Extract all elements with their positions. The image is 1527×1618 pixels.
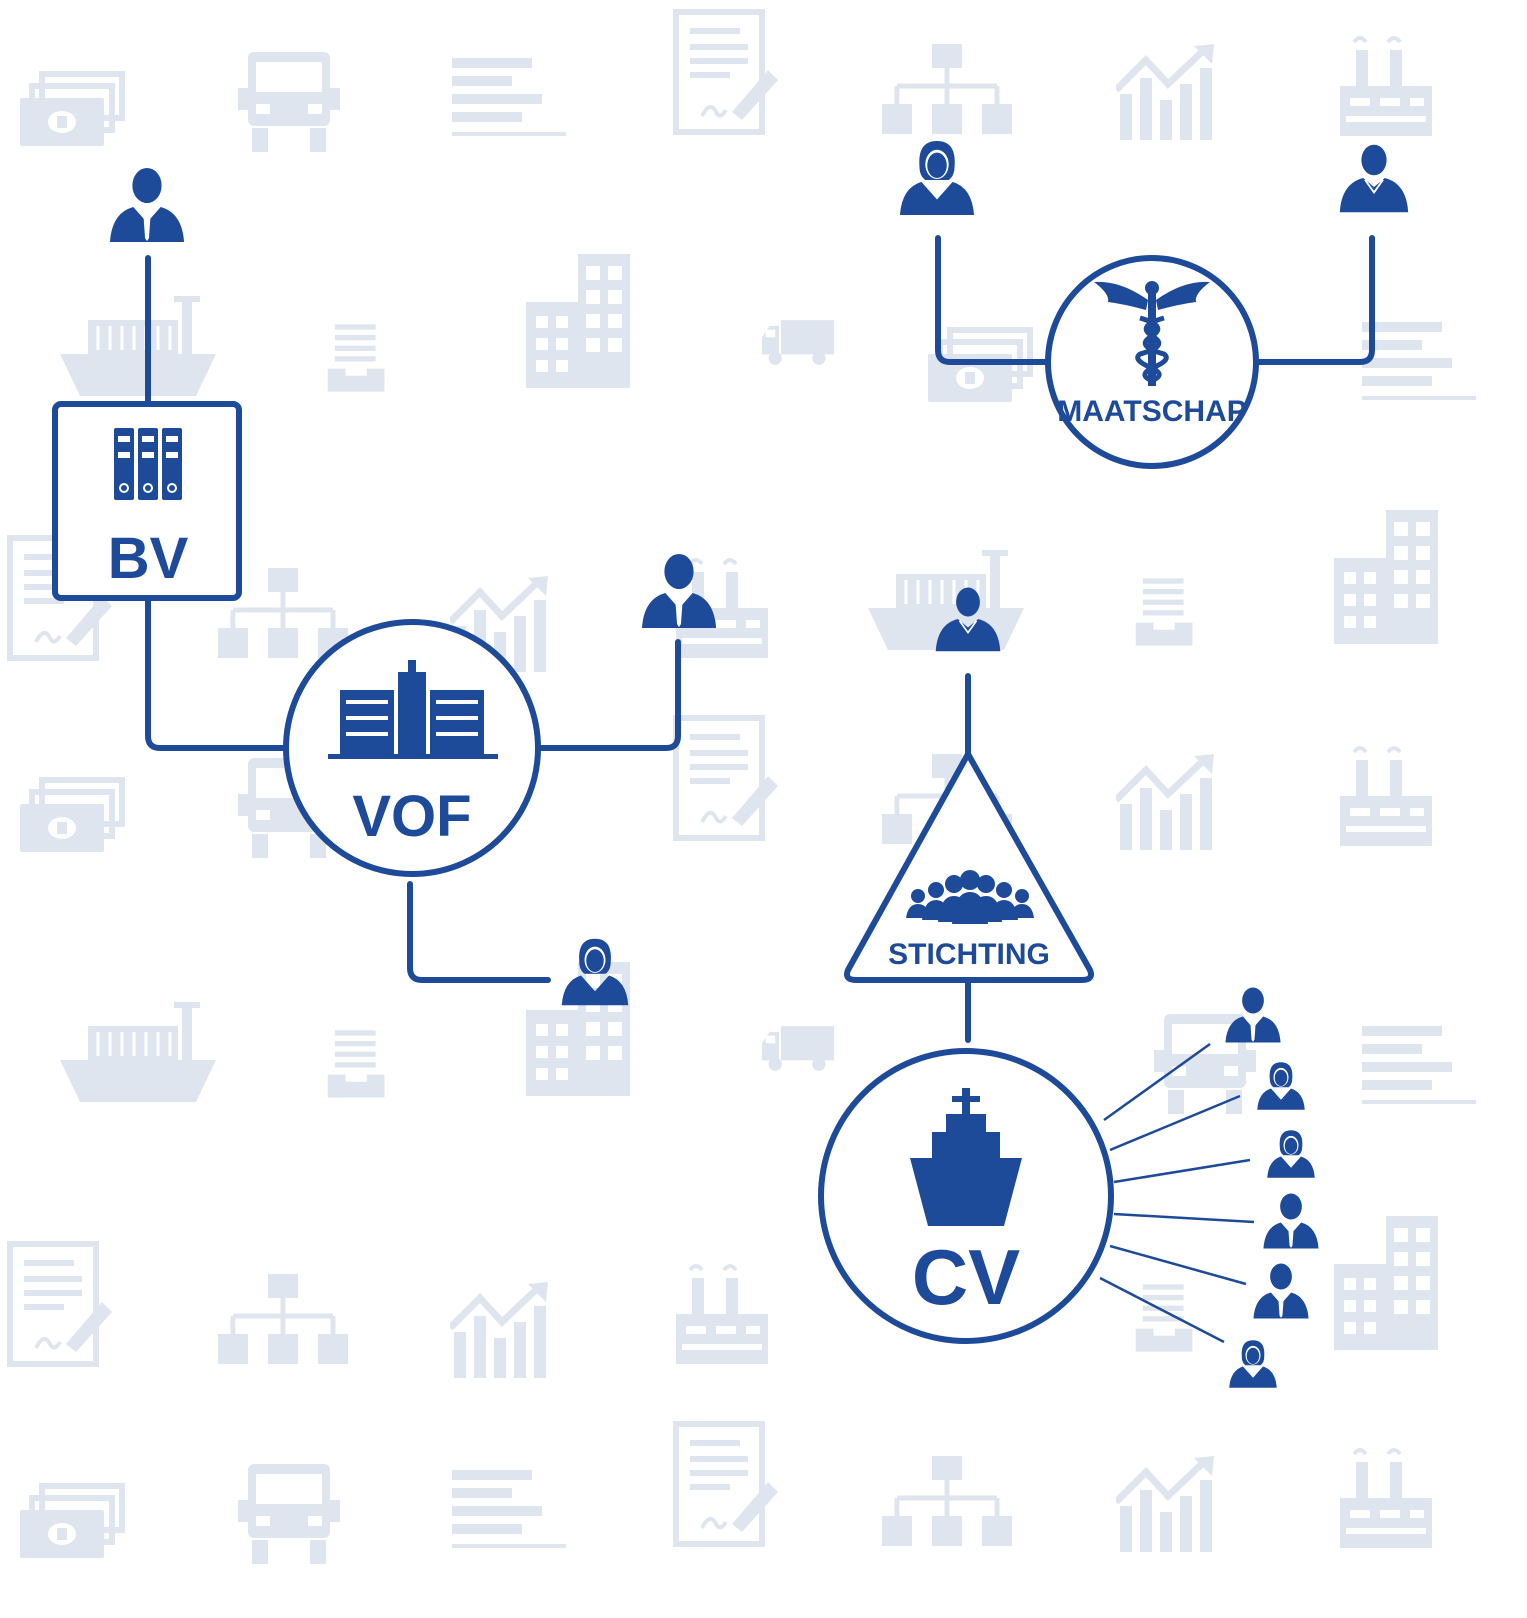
connectors — [145, 235, 1375, 1344]
bv-node: BV — [52, 401, 242, 601]
cv-partner-2-person-icon — [1257, 1062, 1305, 1110]
group-icon — [906, 870, 1034, 924]
caduceus-icon — [1094, 281, 1210, 386]
maatschap-partner-woman-person-icon — [899, 140, 975, 216]
building-icon — [328, 660, 498, 759]
maatschap-label: MAATSCHAP — [1057, 395, 1246, 428]
ship-icon — [910, 1088, 1022, 1226]
cv-partner-4-person-icon — [1263, 1193, 1319, 1249]
binders-icon — [114, 428, 182, 500]
maatschap-node: MAATSCHAP — [1045, 255, 1259, 469]
cv-label: CV — [912, 1233, 1020, 1321]
stichting-label: STICHTING — [888, 938, 1050, 971]
bv-box — [52, 401, 242, 601]
bv-owner-person-icon — [109, 167, 185, 243]
maatschap-partner-man-person-icon — [1338, 143, 1410, 214]
background-icon-pattern — [10, 12, 1476, 1564]
vof-label: VOF — [352, 784, 471, 849]
cv-partner-3-person-icon — [1267, 1130, 1315, 1178]
cv-partner-6-person-icon — [1229, 1340, 1277, 1388]
vof-node: VOF — [283, 619, 541, 877]
bv-label: BV — [108, 526, 189, 591]
stichting-triangle — [844, 751, 1094, 983]
stichting-node: STICHTING — [844, 751, 1094, 983]
cv-node: CV — [818, 1048, 1114, 1344]
cv-partner-5-person-icon — [1253, 1263, 1309, 1319]
vof-partner-man-person-icon — [641, 553, 717, 629]
